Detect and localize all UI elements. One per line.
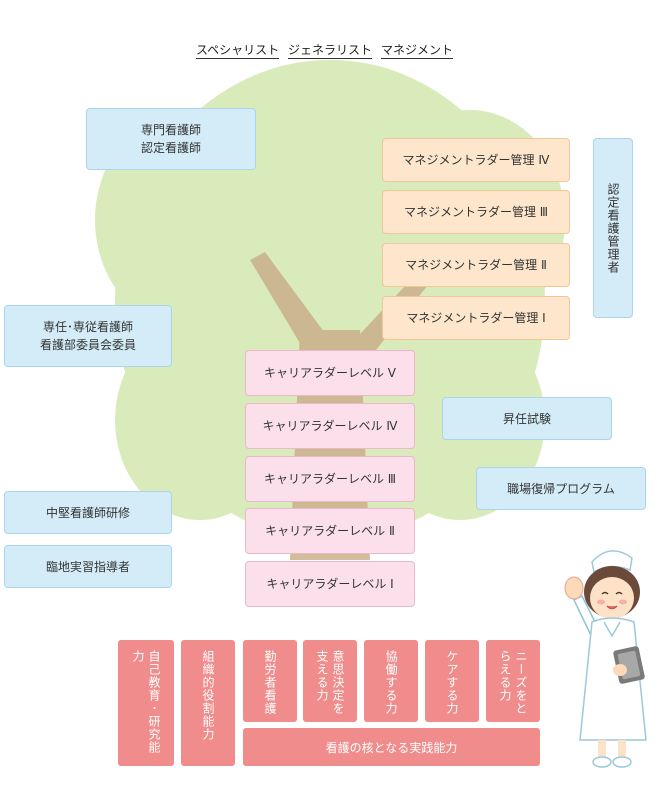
core-practice-base: 看護の核となる実践能力 bbox=[243, 728, 540, 766]
core-ability-collaboration: 協働する力 bbox=[364, 640, 418, 722]
core-ability-label: 勤労者看護 bbox=[263, 650, 277, 715]
career-ladder-3: キャリアラダーレベル Ⅲ bbox=[245, 456, 415, 502]
core-ability-label: ケアする力 bbox=[445, 650, 459, 715]
core-ability-organizational-role: 組織的役割能力 bbox=[181, 640, 235, 766]
core-ability-decision-support: 意思決定を支える力 bbox=[303, 640, 357, 722]
core-ability-worker-nursing: 勤労者看護 bbox=[243, 640, 297, 722]
core-ability-self-education: 自己教育･研究能力 bbox=[118, 640, 174, 766]
clinical-instructor-box: 臨地実習指導者 bbox=[4, 545, 172, 588]
core-ability-label: ニーズをとらえる力 bbox=[498, 650, 528, 715]
management-ladder-1: マネジメントラダー管理 Ⅰ bbox=[382, 296, 570, 340]
management-ladder-3: マネジメントラダー管理 Ⅲ bbox=[382, 190, 570, 234]
core-ability-label: 自己教育･研究能力 bbox=[131, 650, 161, 754]
management-ladder-2: マネジメントラダー管理 Ⅱ bbox=[382, 243, 570, 287]
core-ability-label: 意思決定を支える力 bbox=[315, 650, 345, 715]
nurse-illustration bbox=[564, 550, 647, 768]
promotion-exam-box: 昇任試験 bbox=[442, 397, 612, 440]
career-ladder-1: キャリアラダーレベル Ⅰ bbox=[245, 561, 415, 607]
career-ladder-2: キャリアラダーレベル Ⅱ bbox=[245, 508, 415, 554]
core-ability-label: 組織的役割能力 bbox=[201, 650, 215, 741]
career-ladder-5: キャリアラダーレベル Ⅴ bbox=[245, 350, 415, 396]
career-ladder-4: キャリアラダーレベル Ⅳ bbox=[245, 403, 415, 449]
header-management: マネジメント bbox=[381, 43, 454, 59]
header-specialist: スペシャリスト bbox=[196, 43, 280, 59]
dedicated-nurse-box: 専任･専従看護師 看護部委員会委員 bbox=[4, 305, 172, 367]
management-ladder-4: マネジメントラダー管理 Ⅳ bbox=[382, 138, 570, 182]
return-program-box: 職場復帰プログラム bbox=[476, 467, 646, 510]
certified-manager-box: 認定看護管理者 bbox=[593, 138, 633, 318]
specialist-nurse-box: 専門看護師 認定看護師 bbox=[86, 108, 256, 170]
core-ability-label: 協働する力 bbox=[384, 650, 398, 715]
core-ability-care: ケアする力 bbox=[425, 640, 479, 722]
midlevel-training-box: 中堅看護師研修 bbox=[4, 491, 172, 534]
header-generalist: ジェネラリスト bbox=[288, 43, 373, 59]
core-ability-needs: ニーズをとらえる力 bbox=[486, 640, 540, 722]
